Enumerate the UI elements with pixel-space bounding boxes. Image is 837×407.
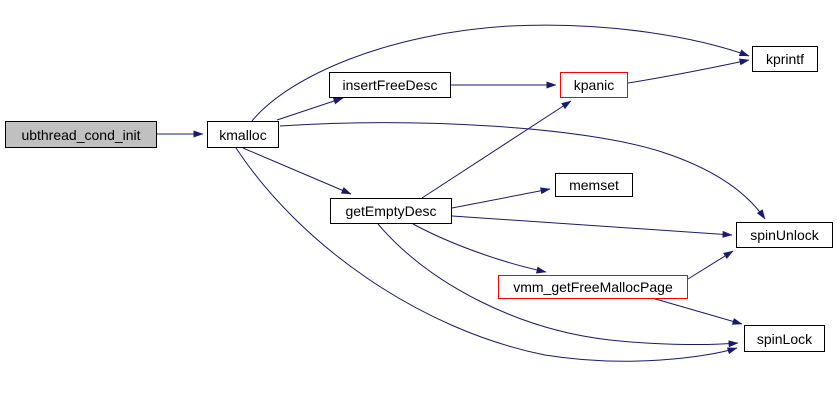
node-insertfreedesc[interactable]: insertFreeDesc: [329, 72, 451, 98]
node-vmm-getfreemallocpage[interactable]: vmm_getFreeMallocPage: [498, 275, 688, 299]
node-kpanic[interactable]: kpanic: [560, 72, 628, 98]
edge-kmalloc-to-getemptydesc: [242, 147, 352, 195]
edge-getemptydesc-to-spinunlock: [451, 215, 733, 238]
node-memset[interactable]: memset: [555, 173, 633, 197]
edge-getemptydesc-to-spinlock: [377, 223, 739, 348]
edge-getemptydesc-to-vmm-getfreemallocpage: [412, 223, 547, 274]
edge-vmm-getfreemallocpage-to-spinunlock: [687, 250, 734, 280]
edge-getemptydesc-to-kpanic: [421, 100, 572, 199]
node-kprintf[interactable]: kprintf: [752, 46, 818, 72]
edge-kpanic-to-kprintf: [627, 58, 750, 84]
edge-kmalloc-to-kprintf: [251, 24, 750, 122]
node-ubthread-cond-init: ubthread_cond_init: [5, 121, 157, 148]
edge-vmm-getfreemallocpage-to-spinlock: [651, 297, 743, 325]
edge-getemptydesc-to-memset: [451, 187, 551, 209]
node-getemptydesc[interactable]: getEmptyDesc: [330, 198, 452, 224]
node-spinunlock[interactable]: spinUnlock: [736, 222, 833, 248]
edge-kmalloc-to-insertfreedesc: [276, 97, 344, 121]
edge-kmalloc-to-spinlock: [235, 147, 738, 362]
edge-kmalloc-to-spinunlock: [279, 122, 766, 220]
node-kmalloc[interactable]: kmalloc: [207, 121, 279, 148]
node-spinlock[interactable]: spinLock: [744, 325, 825, 352]
